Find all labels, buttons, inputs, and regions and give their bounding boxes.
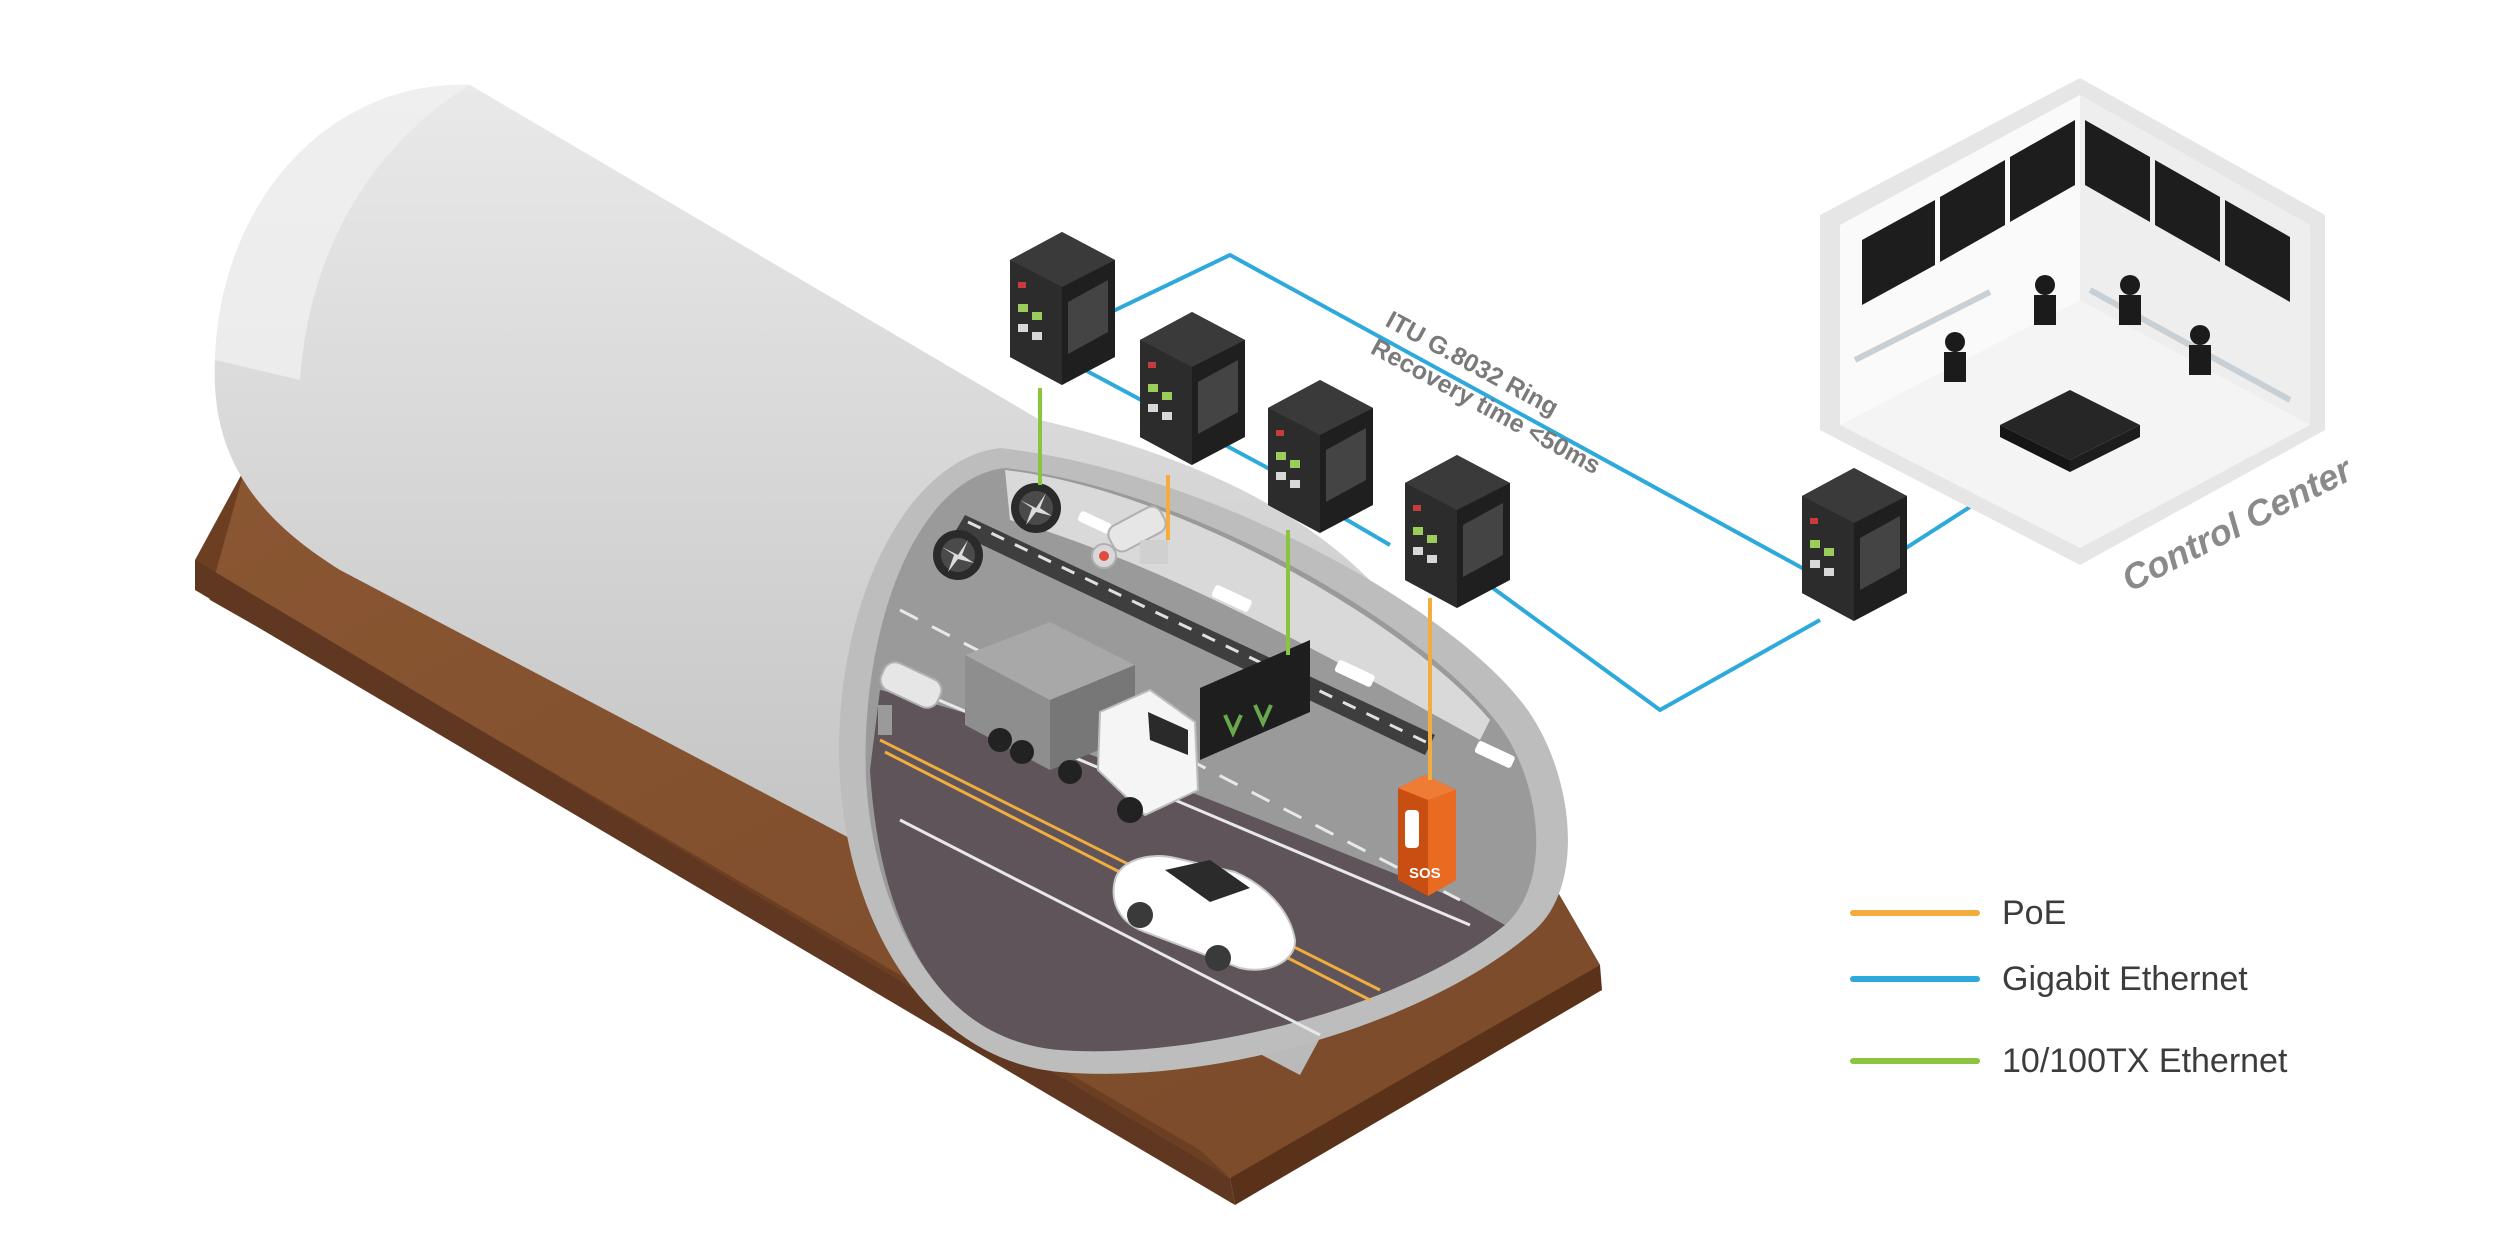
- ventilation-fan-icon: [933, 530, 983, 580]
- legend-swatch-poe: [1850, 910, 1980, 916]
- legend-item-poe: PoE: [1850, 880, 2410, 946]
- light-icon: [1078, 511, 1112, 534]
- cctv-camera-icon: [1091, 505, 1168, 569]
- ventilation-fan-icon: [1011, 483, 1061, 533]
- sos-box: SOS: [1398, 775, 1456, 896]
- legend-label-gigabit: Gigabit Ethernet: [2002, 959, 2248, 998]
- industrial-switch-icon: [1268, 380, 1373, 533]
- industrial-switch-icon: [1405, 455, 1510, 608]
- industrial-switch-icon: [1010, 232, 1115, 385]
- legend-swatch-fast-ethernet: [1850, 1058, 1980, 1064]
- fast-ethernet-cables: [1038, 388, 1290, 655]
- legend-item-gigabit: Gigabit Ethernet: [1850, 946, 2410, 1012]
- industrial-switch-icon: [1802, 468, 1907, 621]
- cctv-camera-icon: [878, 661, 943, 735]
- control-center-room: [1820, 78, 2325, 565]
- truck-icon: [965, 622, 1200, 823]
- car-icon: [1112, 855, 1297, 971]
- message-sign-icon: [1200, 640, 1310, 760]
- poe-cables: [1166, 475, 1432, 780]
- industrial-switch-icon: [1140, 312, 1245, 465]
- light-icon: [1334, 660, 1375, 687]
- legend-item-fast-ethernet: 10/100TX Ethernet: [1850, 1028, 2410, 1094]
- legend-swatch-gigabit: [1850, 976, 1980, 982]
- legend-label-poe: PoE: [2002, 893, 2067, 932]
- light-icon: [1211, 585, 1252, 612]
- video-wall-icon: [1862, 120, 2290, 305]
- operator-icon: [1944, 275, 2211, 382]
- sos-label: SOS: [1409, 865, 1441, 882]
- light-icon: [1474, 741, 1515, 768]
- legend: PoE Gigabit Ethernet 10/100TX Ethernet: [1850, 880, 2410, 1094]
- server-icon: [2000, 390, 2140, 472]
- legend-label-fast-ethernet: 10/100TX Ethernet: [2002, 1041, 2288, 1080]
